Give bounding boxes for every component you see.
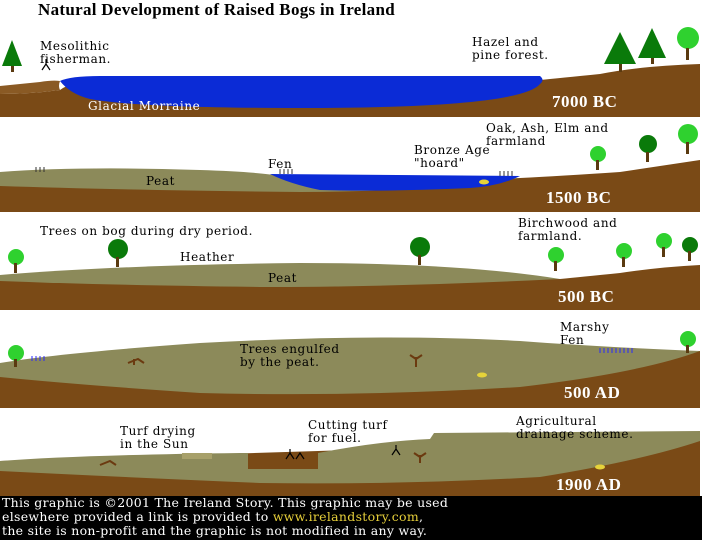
era-500-ad: 500 AD (564, 383, 621, 402)
landscape-1500-bc (0, 124, 700, 212)
footer-line-2-post: , (418, 510, 424, 524)
label-glacial-morraine: Glacial Morraine (88, 99, 201, 113)
copyright-footer: This graphic is ©2001 The Ireland Story.… (0, 496, 702, 540)
era-1900-ad: 1900 AD (556, 475, 622, 494)
page-title: Natural Development of Raised Bogs in Ir… (38, 0, 395, 19)
landscape-1900-ad (0, 431, 700, 496)
label-bronze-age: Bronze Age"hoard" (414, 143, 491, 170)
label-trees-on-bog: Trees on bog during dry period. (40, 224, 253, 238)
era-500-bc: 500 BC (558, 287, 615, 306)
label-fen: Fen (268, 157, 293, 171)
label-peat: Peat (146, 174, 176, 188)
era-1500-bc: 1500 BC (546, 188, 612, 207)
footer-line-2: elsewhere provided a link is provided to… (2, 510, 702, 524)
landscape-500-bc (0, 233, 700, 310)
landscape-7000-bc (0, 27, 700, 117)
irelandstory-link[interactable]: www.irelandstory.com (272, 510, 419, 524)
footer-line-1: This graphic is ©2001 The Ireland Story.… (2, 496, 449, 510)
label-peat: Peat (268, 271, 298, 285)
right-margin (700, 0, 720, 540)
footer-line-2-text: elsewhere provided a link is provided to (2, 510, 273, 524)
footer-line-3: the site is non-profit and the graphic i… (2, 524, 428, 538)
era-7000-bc: 7000 BC (552, 92, 618, 111)
label-heather: Heather (180, 250, 235, 264)
panel-500-bc: Trees on bog during dry period. Birchwoo… (0, 215, 700, 310)
landscape-500-ad (0, 331, 700, 408)
